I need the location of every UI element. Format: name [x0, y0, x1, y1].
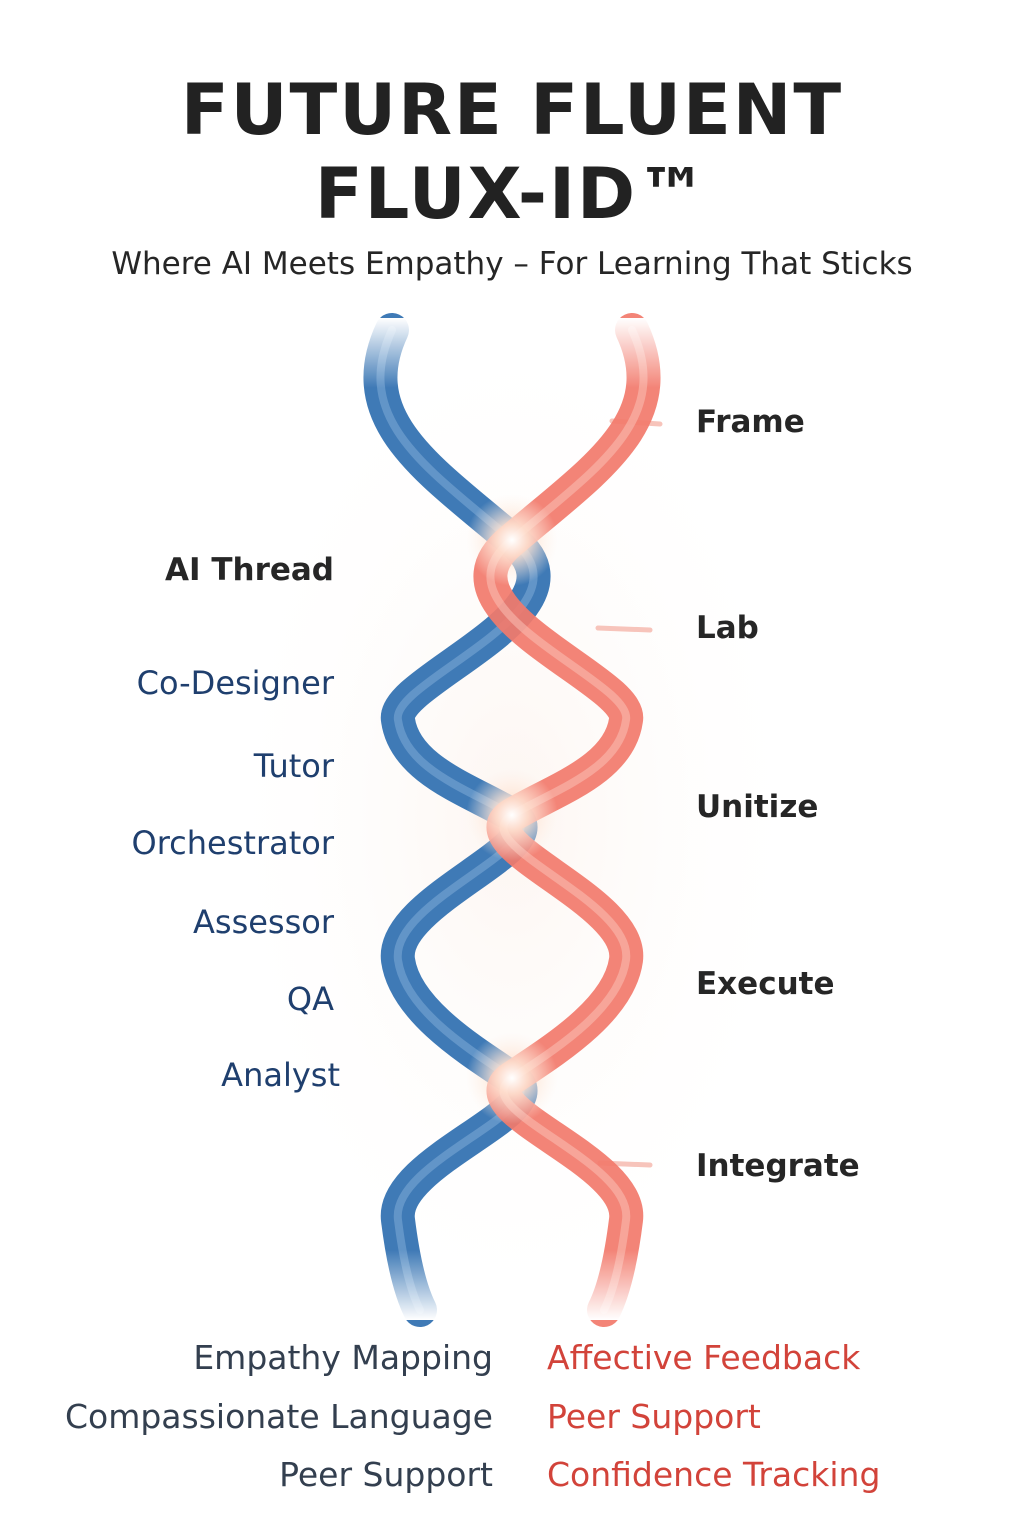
role-label-orchestrator: Orchestrator: [131, 824, 334, 862]
page-subtitle: Where AI Meets Empathy – For Learning Th…: [111, 246, 913, 282]
step-label-frame: Frame: [696, 404, 805, 440]
role-label-analyst: Analyst: [221, 1056, 340, 1094]
step-label-integrate: Integrate: [696, 1148, 860, 1184]
empathy-left-item-2: Compassionate Language: [64, 1397, 493, 1436]
role-label-tutor: Tutor: [253, 747, 334, 785]
empathy-right-item-2: Peer Support: [547, 1397, 761, 1436]
page-title-line-1: FUTURE FLUENT: [180, 69, 844, 151]
role-label-assessor: Assessor: [193, 903, 334, 941]
crossing-glow: [466, 769, 558, 861]
rung-tick: [595, 625, 653, 633]
role-label-co-designer: Co-Designer: [136, 664, 334, 702]
empathy-left-item-3: Peer Support: [279, 1455, 493, 1494]
helix-fade-top: [330, 318, 690, 388]
step-label-execute: Execute: [696, 966, 835, 1002]
crossing-glow: [466, 494, 558, 586]
ai-thread-heading: AI Thread: [165, 552, 334, 588]
step-label-lab: Lab: [696, 610, 759, 646]
step-label-unitize: Unitize: [696, 789, 819, 825]
empathy-right-item-1: Affective Feedback: [547, 1338, 861, 1377]
empathy-left-item-1: Empathy Mapping: [193, 1338, 493, 1377]
role-label-qa: QA: [286, 980, 334, 1018]
crossing-glow: [466, 1032, 558, 1124]
helix-fade-bottom: [330, 1250, 690, 1320]
empathy-right-item-3: Confidence Tracking: [547, 1455, 881, 1494]
page-title-line-2: FLUX-ID™: [314, 153, 710, 235]
